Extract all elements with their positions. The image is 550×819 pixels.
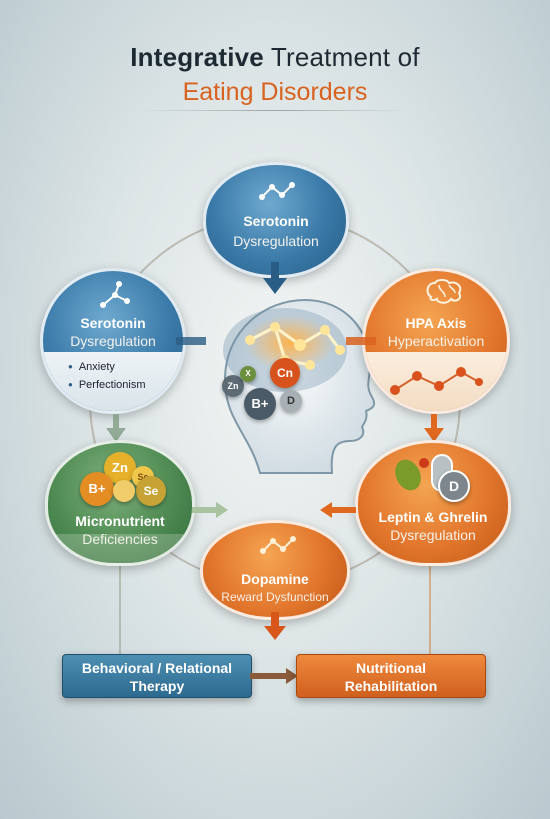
chip-d: D xyxy=(438,470,470,502)
node-lowerright-title: Leptin & Ghrelin xyxy=(378,509,488,525)
node-left-bullets: Anxiety Perfectionism xyxy=(68,358,146,394)
box-left-line1: Behavioral / Relational xyxy=(81,660,233,676)
arrow-down-icon xyxy=(263,262,287,294)
brain-icon xyxy=(426,279,462,304)
bullet-item: Anxiety xyxy=(68,358,145,376)
node-left-title: Serotonin xyxy=(80,315,146,331)
box-right-line1: Nutritional xyxy=(356,660,426,676)
arrow-right-icon xyxy=(250,668,298,684)
node-lowerright-subtitle: Dysregulation xyxy=(390,527,476,543)
chip-b: B+ xyxy=(80,472,114,506)
molecule-icon xyxy=(260,536,296,554)
box-nutritional-rehabilitation: Nutritional Rehabilitation xyxy=(296,654,486,698)
node-serotonin-left: Serotonin Dysregulation xyxy=(40,268,186,414)
node-top-subtitle: Dysregulation xyxy=(233,233,319,249)
page-subtitle: Eating Disorders xyxy=(182,78,368,106)
center-chip-d: D xyxy=(280,390,302,412)
arrow-right-icon xyxy=(176,337,206,345)
arrow-down-icon xyxy=(106,414,126,442)
arrow-down-icon xyxy=(264,612,286,640)
node-right-subtitle: Hyperactivation xyxy=(387,333,485,349)
box-left-line2: Therapy xyxy=(129,678,185,694)
bullet-item: Perfectionism xyxy=(68,376,146,394)
chip-se: Se xyxy=(136,476,166,506)
node-serotonin-top: Serotonin Dysregulation xyxy=(203,162,349,278)
center-chip-cn: Cn xyxy=(270,358,300,388)
center-chip-b: B+ xyxy=(244,388,276,420)
node-top-title: Serotonin xyxy=(243,213,309,229)
box-behavioral-therapy: Behavioral / Relational Therapy xyxy=(62,654,252,698)
food-hormone-icon xyxy=(395,454,453,492)
arrow-left-icon xyxy=(346,337,376,345)
chip-zn: Zn xyxy=(104,452,136,484)
node-left-subtitle: Dysregulation xyxy=(70,333,156,349)
page-title: Integrative Treatment of xyxy=(130,42,420,72)
node-dopamine: Dopamine Reward Dysfunction xyxy=(200,520,350,620)
node-lowerleft-subtitle: Deficiencies xyxy=(82,531,158,547)
molecule-icon xyxy=(259,182,295,200)
node-bottom-subtitle: Reward Dysfunction xyxy=(221,590,329,604)
node-bottom-title: Dopamine xyxy=(241,571,309,587)
node-lowerleft-title: Micronutrient xyxy=(75,513,165,529)
node-hpa-axis: HPA Axis Hyperactivation xyxy=(362,268,510,414)
center-chip-x: X xyxy=(240,366,256,382)
node-leptin-ghrelin: Leptin & Ghrelin Dysregulation xyxy=(355,440,511,566)
title-divider xyxy=(140,110,410,111)
arrow-left-icon xyxy=(320,502,356,518)
chip-filler xyxy=(113,480,135,502)
node-right-band xyxy=(365,352,507,411)
node-right-title: HPA Axis xyxy=(405,315,467,331)
box-right-line2: Rehabilitation xyxy=(344,678,438,694)
molecule-icon xyxy=(390,367,483,396)
molecule-icon xyxy=(100,281,130,308)
arrow-right-icon xyxy=(192,502,228,518)
center-chip-zn: Zn xyxy=(222,375,244,397)
arrow-down-icon xyxy=(424,414,444,442)
node-lowerleft-band xyxy=(48,534,192,563)
